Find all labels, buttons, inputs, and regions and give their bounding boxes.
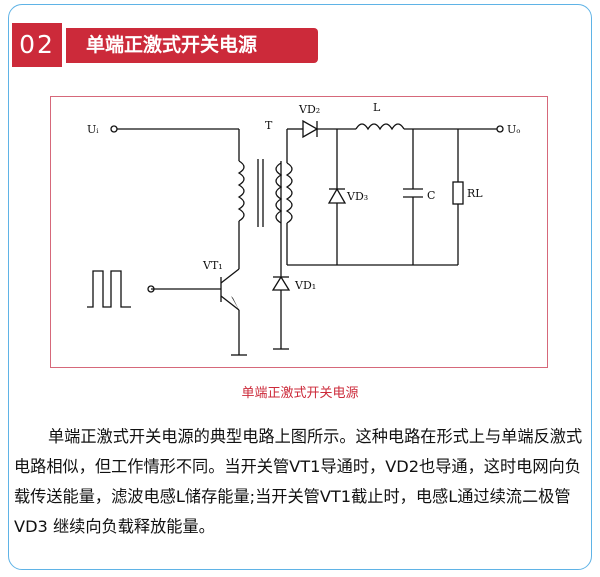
label-input: Uᵢ [87,123,99,136]
circuit-svg: Uᵢ Uₒ T L C RL VD₂ VD₃ VD₁ VT₁ [87,101,521,356]
figure-caption: 单端正激式开关电源 [241,386,359,401]
label-inductor: L [373,101,381,114]
label-vd2: VD₂ [298,103,320,116]
secondary-coil [285,162,293,224]
label-vd1: VD₁ [294,279,316,292]
body-paragraph: 单端正激式开关电源的典型电路上图所示。这种电路在形式上与单端反激式电路相似，但工… [14,427,583,536]
label-vt1: VT₁ [202,259,223,272]
primary-coil [237,160,245,222]
inductor-L [355,123,405,131]
label-vd3: VD₃ [346,190,368,203]
pulse-waveform [87,270,131,308]
label-capacitor: C [427,189,435,202]
input-terminal [110,125,118,133]
section-title: 单端正激式开关电源 [66,28,318,63]
output-terminal [496,125,504,133]
label-output: Uₒ [507,123,521,136]
label-transformer: T [265,119,273,132]
load-resistor [452,181,464,205]
content-frame [8,4,592,570]
reset-coil [275,162,283,224]
vd2-diode [302,119,319,139]
vd3-diode [327,187,347,204]
circuit-diagram: Uᵢ Uₒ T L C RL VD₂ VD₃ VD₁ VT₁ [50,96,548,368]
section-number: 02 [12,23,62,67]
label-load: RL [467,187,483,200]
vd1-diode [271,275,291,291]
